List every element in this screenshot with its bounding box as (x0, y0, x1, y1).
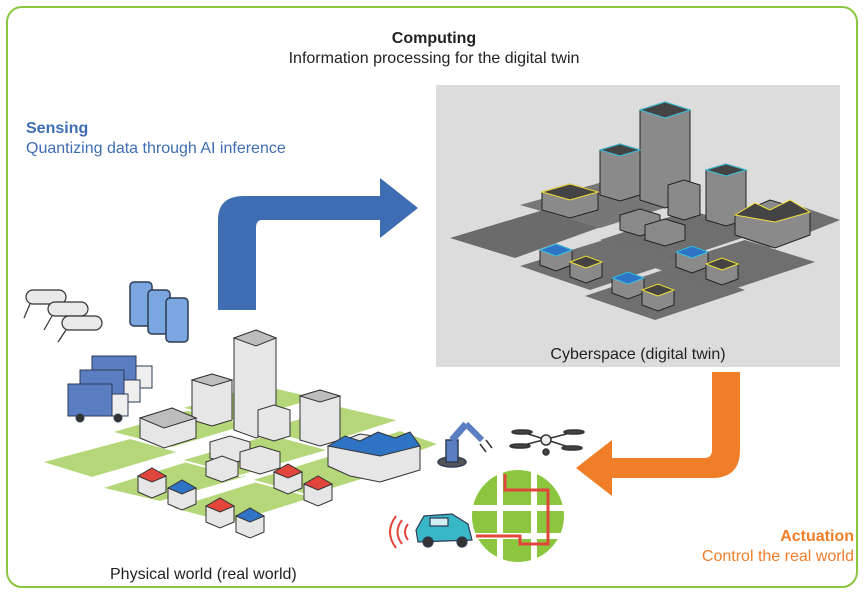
tablet-icon (129, 281, 189, 343)
map-icon (472, 470, 564, 562)
diagram-frame (6, 6, 858, 588)
cyber-buildings (538, 101, 812, 312)
actuation-arrow (576, 372, 740, 496)
computing-title: Computing (391, 30, 477, 47)
sensing-arrow (218, 178, 418, 310)
physical-world-caption: Physical world (real world) (110, 566, 297, 583)
actuation-label: Actuation Control the real world (702, 528, 854, 566)
physical-buildings (136, 329, 421, 539)
truck-icon (67, 355, 153, 423)
computing-label: Computing Information processing for the… (0, 30, 868, 68)
sensing-title: Sensing (26, 120, 89, 137)
signal-icon (389, 515, 409, 549)
sensing-subtitle: Quantizing data through AI inference (26, 140, 286, 157)
car-icon (415, 513, 473, 548)
cyberspace-caption: Cyberspace (digital twin) (550, 346, 726, 363)
robot-arm-icon (437, 421, 493, 468)
actuation-subtitle: Control the real world (701, 548, 854, 565)
sensing-label: Sensing Quantizing data through AI infer… (26, 120, 286, 158)
computing-subtitle: Information processing for the digital t… (288, 50, 580, 67)
actuation-title: Actuation (780, 528, 854, 545)
camera-icon (23, 289, 103, 343)
drone-icon (509, 429, 585, 456)
